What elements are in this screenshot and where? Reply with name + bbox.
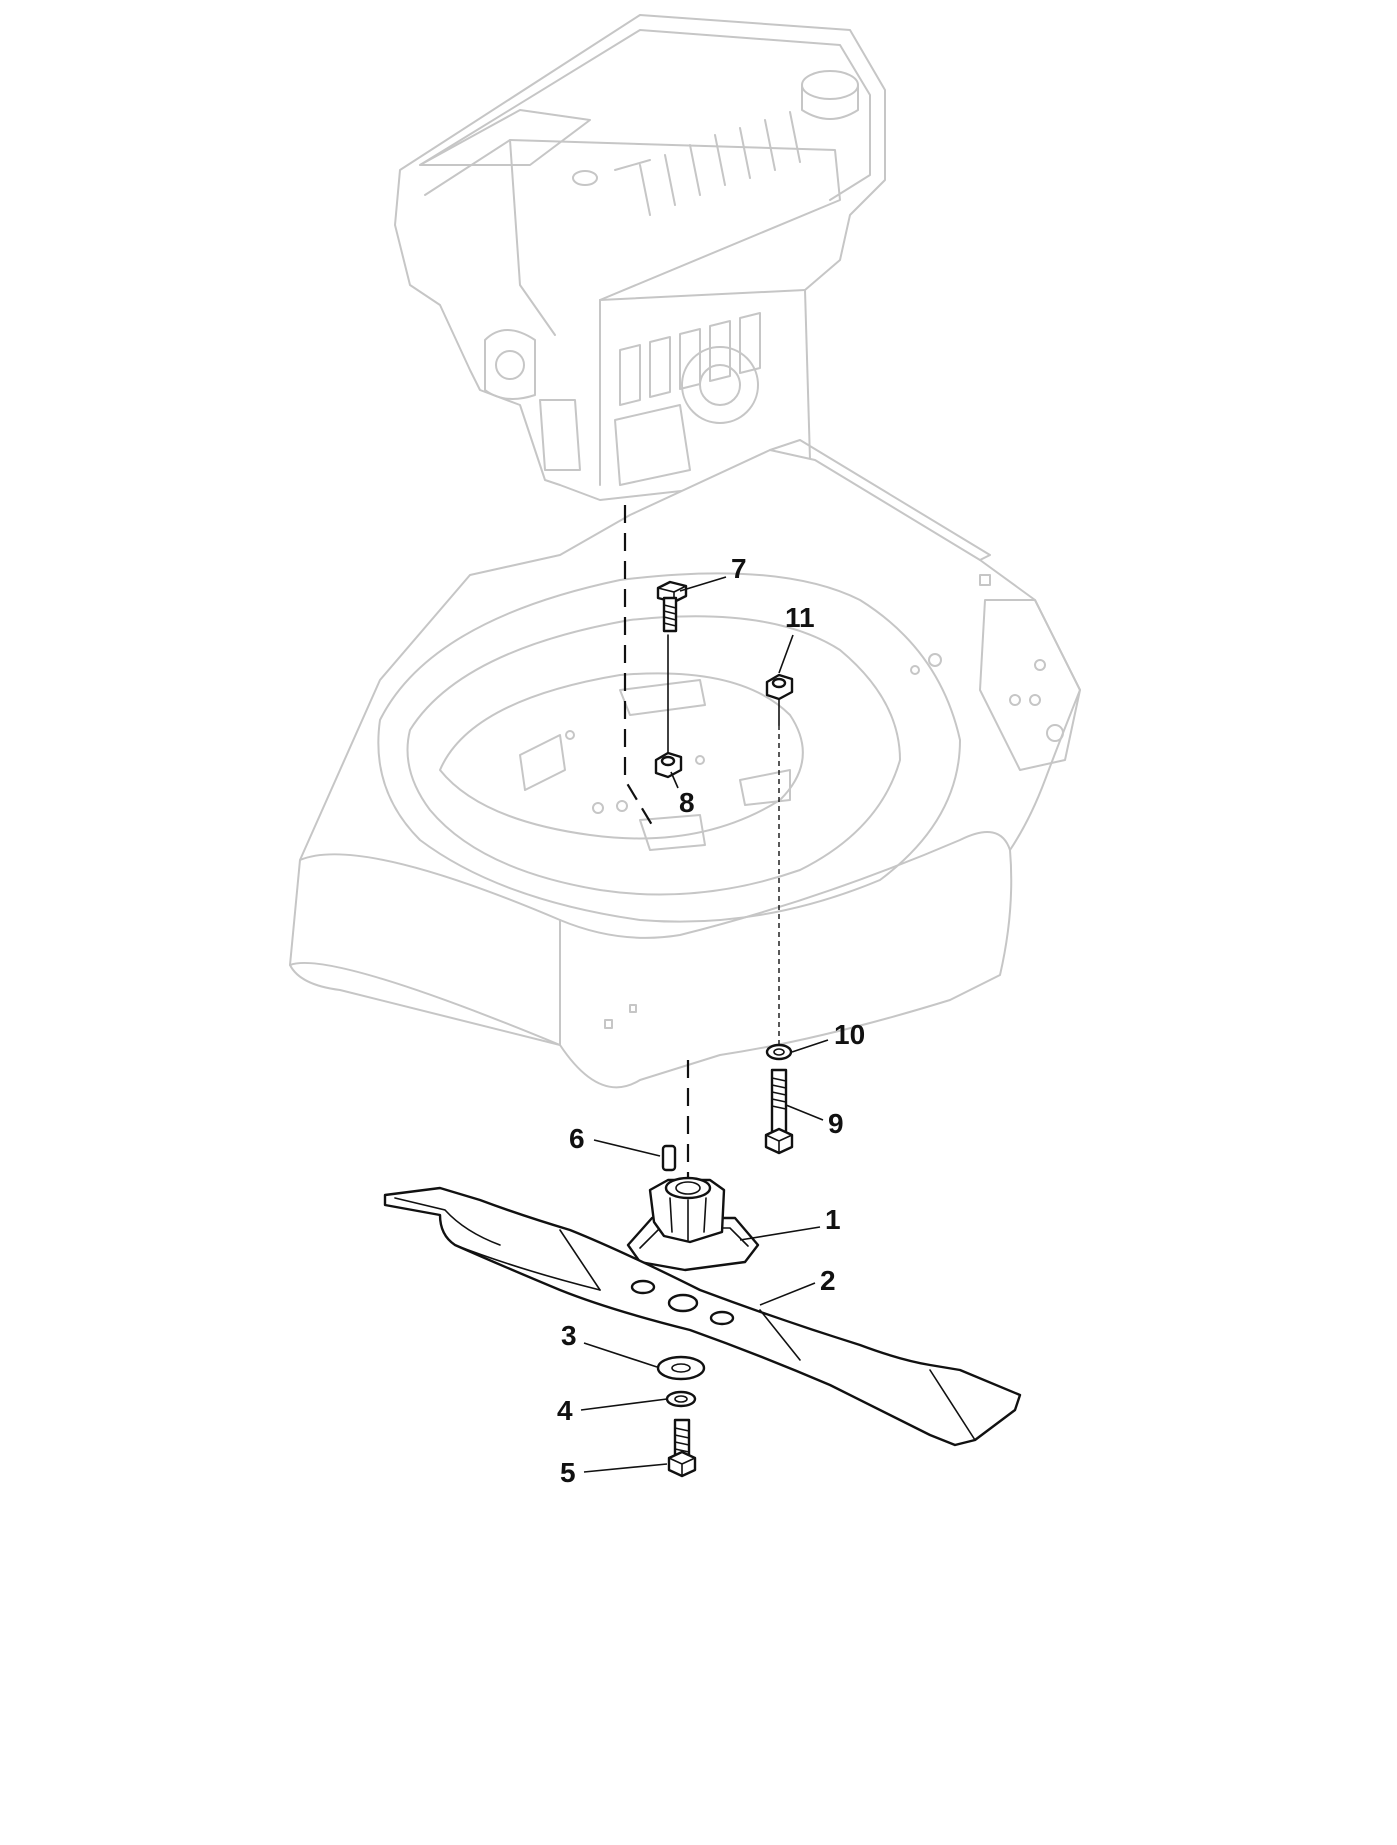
part-11-nut (765, 673, 794, 701)
part-8-nut (654, 751, 683, 779)
part-4-lock-washer (665, 1390, 697, 1408)
part-2-blade (383, 1186, 1022, 1447)
callout-3: 3 (561, 1320, 577, 1351)
part-6-key (661, 1144, 677, 1172)
callout-7: 7 (731, 553, 747, 584)
part-1-blade-adapter (626, 1176, 760, 1272)
part-7-bolt (656, 580, 688, 633)
callout-5: 5 (560, 1457, 576, 1488)
callout-labels: 7 11 8 10 9 6 1 2 3 4 5 (557, 553, 865, 1488)
callout-10: 10 (834, 1019, 865, 1050)
part-9-long-bolt (764, 1068, 794, 1155)
callout-11: 11 (785, 602, 815, 633)
part-3-washer (656, 1355, 706, 1381)
callout-8: 8 (679, 787, 695, 818)
part-5-blade-bolt (667, 1418, 697, 1478)
callout-4: 4 (557, 1395, 573, 1426)
part-10-washer (765, 1043, 793, 1061)
callout-2: 2 (820, 1265, 836, 1296)
callout-1: 1 (825, 1204, 841, 1235)
callout-6: 6 (569, 1123, 585, 1154)
engine-ghost (394, 14, 886, 501)
leader-lines (580, 576, 829, 1473)
callout-9: 9 (828, 1108, 844, 1139)
mower-deck-ghost (289, 439, 1081, 1089)
